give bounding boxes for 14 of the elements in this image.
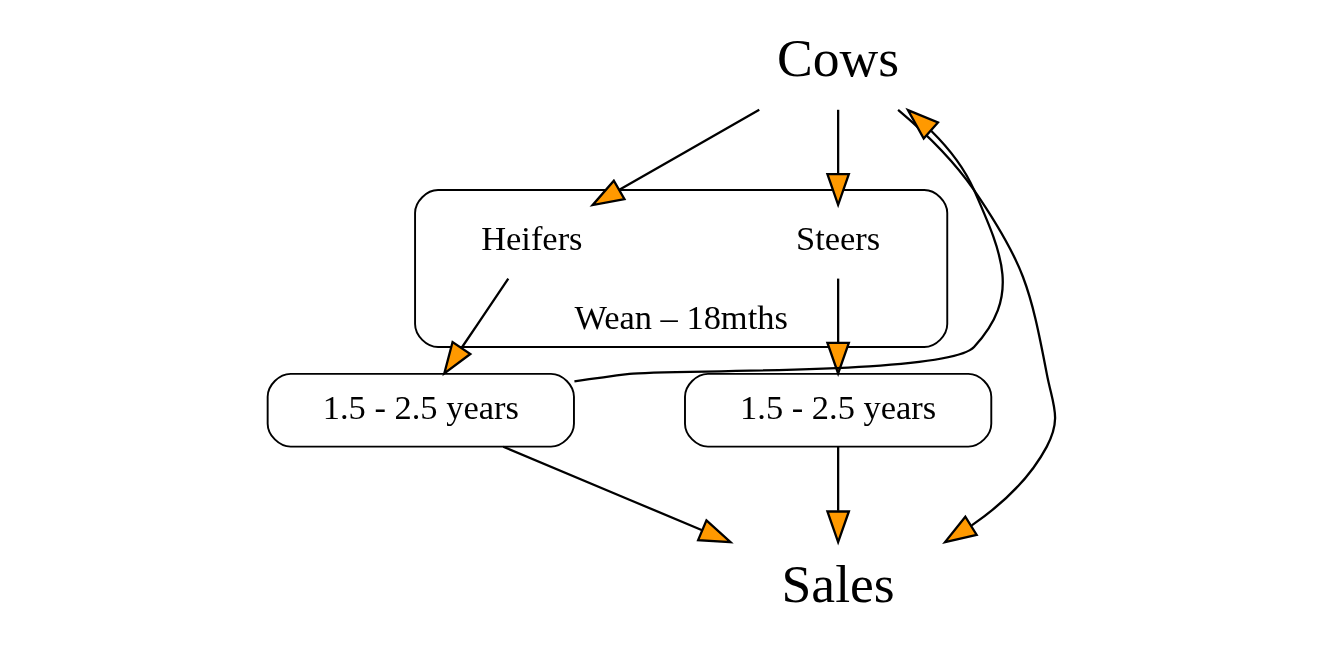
node-box: 1.5 - 2.5 years xyxy=(266,372,575,448)
arrow xyxy=(502,445,734,544)
node-text: Sales xyxy=(781,554,895,615)
arrow xyxy=(573,107,1004,383)
arrow xyxy=(825,446,850,546)
node-box: 1.5 - 2.5 years xyxy=(683,372,992,448)
arrow xyxy=(441,277,509,377)
arrow xyxy=(589,108,760,207)
node-text: Steers xyxy=(795,219,880,258)
arrow xyxy=(825,278,850,377)
node-text: Cows xyxy=(776,27,899,88)
node-text: Heifers xyxy=(480,219,583,258)
arrow xyxy=(825,109,850,209)
arrow xyxy=(896,108,1056,544)
